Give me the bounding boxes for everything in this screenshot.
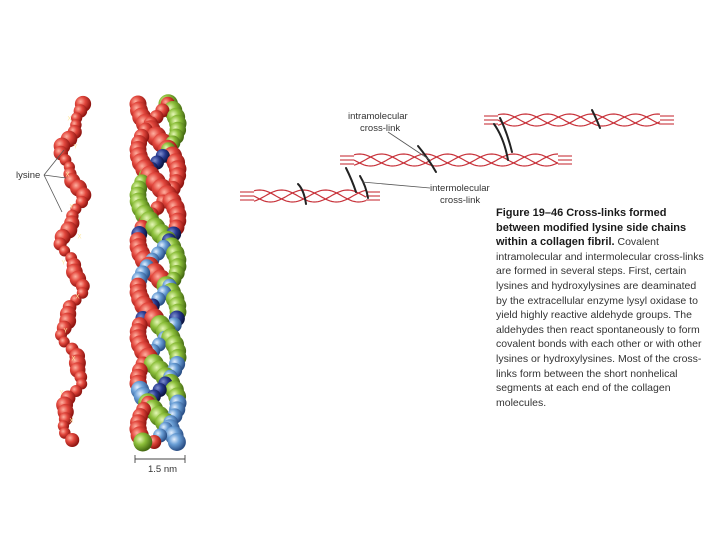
residue-mark: Y — [60, 391, 64, 397]
residue-mark: Y — [64, 329, 68, 335]
intermolecular-cross-link-mark-3 — [500, 118, 512, 152]
triple-helix-model — [129, 94, 186, 451]
molecule-lower — [240, 190, 380, 202]
intermolecular-label: intermolecular cross-link — [430, 183, 492, 206]
intramolecular-label: intramolecular cross-link — [348, 111, 410, 134]
residue-mark: X — [68, 117, 72, 123]
residue-sphere — [65, 433, 79, 447]
residue-mark: X — [66, 173, 70, 179]
figure-caption: Figure 19–46 Cross-links formed between … — [496, 206, 710, 410]
residue-mark: X — [72, 357, 76, 363]
single-collagen-chain: X Y X Y X Y X Y X Y X — [54, 96, 92, 447]
residue-mark: Y — [74, 145, 78, 151]
residue-mark: Y — [62, 261, 66, 267]
caption-body: Covalent intramolecular and intermolecul… — [496, 236, 704, 409]
residue-mark: X — [78, 235, 82, 241]
molecule-upper — [484, 114, 674, 126]
helix-sphere — [133, 433, 152, 452]
residue-mark: X — [76, 295, 80, 301]
residue-mark: X — [70, 419, 74, 425]
lysine-label: lysine — [16, 170, 40, 181]
helix-strand — [254, 190, 366, 202]
scale-label: 1.5 nm — [148, 464, 177, 475]
figure-number: Figure 19–46 — [496, 207, 563, 219]
intermolecular-cross-link-mark-1 — [346, 168, 356, 192]
residue-mark: Y — [70, 205, 74, 211]
molecule-middle — [340, 154, 572, 166]
helix-sphere — [168, 433, 186, 451]
scale-bar — [135, 455, 185, 463]
